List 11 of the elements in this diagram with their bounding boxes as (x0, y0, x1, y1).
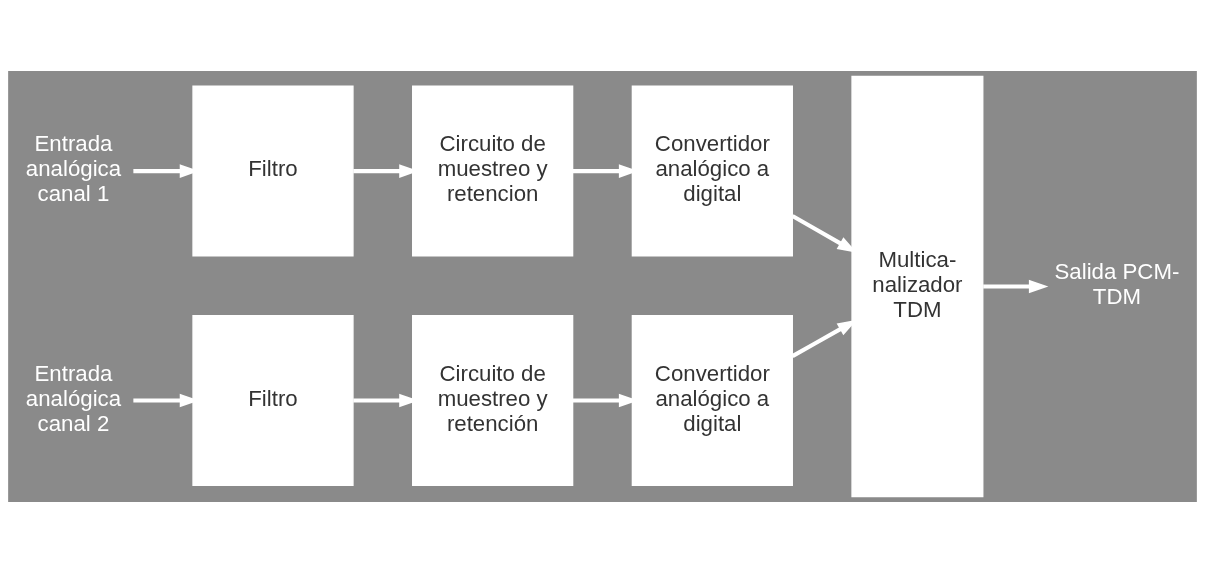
node-box: Filtro (192, 314, 354, 486)
node-box: Convertidor analógico a digital (631, 314, 793, 486)
node-box: Multica- nalizador TDM (851, 75, 984, 497)
node-box: Filtro (192, 85, 354, 257)
node-text: Salida PCM-TDM (1054, 258, 1180, 309)
node-box: Convertidor analógico a digital (631, 85, 793, 257)
node-box: Circuito de muestreo y retención (412, 314, 574, 486)
node-box: Circuito de muestreo y retencion (412, 85, 574, 257)
node-text: Entrada analógica canal 2 (25, 360, 122, 436)
node-text: Entrada analógica canal 1 (25, 130, 122, 206)
arrow (983, 279, 1049, 293)
